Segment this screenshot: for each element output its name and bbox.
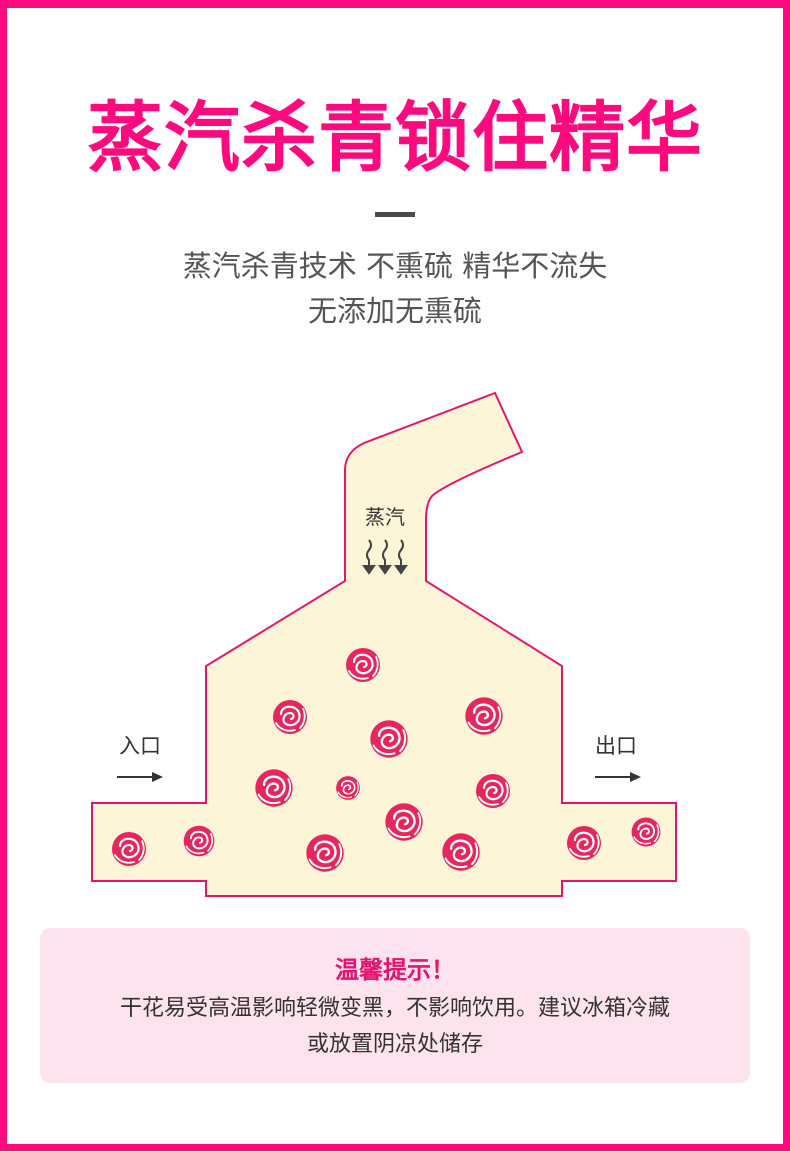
- rose-icon: [335, 775, 361, 801]
- tip-text-line-2: 或放置阴凉处储存: [306, 1032, 483, 1057]
- right-arrow-icon: [117, 772, 163, 782]
- steam-chamber: [91, 391, 677, 897]
- outlet-label: 出口: [595, 734, 637, 758]
- subtitle-line-1: 蒸汽杀青技术 不熏硫 精华不流失: [182, 249, 608, 283]
- subtitle-line-2: 无添加无熏硫: [307, 294, 482, 328]
- steam-arrows-icon: [362, 539, 408, 575]
- rose-icon: [305, 833, 345, 873]
- steam-process-diagram: 蒸汽 入口 出口: [91, 391, 677, 897]
- title-divider: [375, 212, 415, 217]
- rose-icon: [369, 719, 409, 759]
- tip-box: 温馨提示！ 干花易受高温影响轻微变黑，不影响饮用。建议冰箱冷藏 或放置阴凉处储存: [40, 928, 750, 1083]
- rose-icon: [110, 830, 148, 868]
- rose-icon: [474, 772, 512, 810]
- rose-icon: [441, 832, 481, 872]
- page-title: 蒸汽杀青锁住精华: [87, 93, 703, 182]
- rose-icon: [254, 768, 294, 808]
- steam-label: 蒸汽: [365, 505, 405, 529]
- rose-icon: [182, 824, 216, 858]
- right-arrow-icon: [595, 772, 641, 782]
- rose-icon: [384, 802, 424, 842]
- rose-icon: [344, 646, 382, 684]
- rose-icon: [630, 816, 662, 848]
- rose-icon: [271, 698, 309, 736]
- rose-icon: [464, 696, 504, 736]
- tip-text-line-1: 干花易受高温影响轻微变黑，不影响饮用。建议冰箱冷藏: [119, 996, 670, 1021]
- inlet-label: 入口: [119, 734, 161, 758]
- tip-title: 温馨提示！: [335, 956, 455, 984]
- rose-icon: [565, 824, 603, 862]
